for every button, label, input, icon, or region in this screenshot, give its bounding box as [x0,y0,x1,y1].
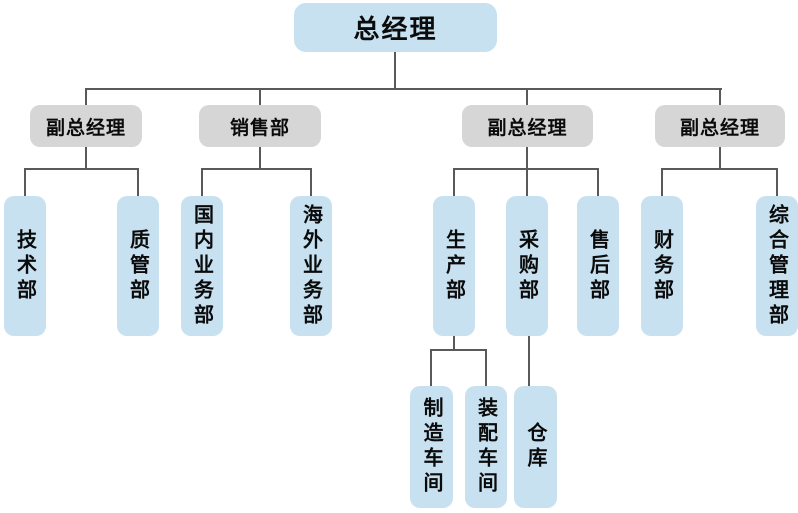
node-label: 副总经理 [45,117,126,139]
node-label: 质管部 [126,228,149,304]
connector-line [259,88,261,105]
connector-line [201,168,203,196]
connector-line [661,168,663,196]
connector-line [485,349,487,386]
node-label: 采购部 [515,228,538,304]
connector-line [597,168,599,196]
connector-line [526,88,528,105]
node-general-admin-dept: 综合管理部 [756,196,798,336]
connector-line [526,147,528,196]
connector-line [201,168,312,170]
connector-line [776,168,778,196]
node-deputy-gm-2: 副总经理 [462,105,593,147]
node-domestic-business-dept: 国内业务部 [181,196,223,336]
node-label: 装配车间 [474,397,497,497]
node-label: 仓库 [524,422,546,472]
connector-line [259,147,261,168]
connector-line [394,52,396,89]
node-production-dept: 生产部 [433,196,475,336]
connector-line [430,349,487,351]
connector-line [430,349,432,386]
node-label: 销售部 [229,117,290,139]
node-tech-dept: 技术部 [4,196,46,336]
node-overseas-business-dept: 海外业务部 [290,196,332,336]
node-label: 综合管理部 [765,203,788,329]
node-label: 海外业务部 [299,203,322,329]
node-label: 副总经理 [487,117,568,139]
connector-line [453,168,455,196]
node-label: 国内业务部 [190,203,213,329]
node-label: 技术部 [13,228,36,304]
node-assembly-workshop: 装配车间 [465,386,507,508]
connector-line [453,168,599,170]
node-purchasing-dept: 采购部 [506,196,548,336]
node-label: 副总经理 [679,117,760,139]
node-warehouse: 仓库 [514,386,557,508]
node-label: 财务部 [650,228,673,304]
node-label: 制造车间 [420,397,442,497]
node-aftersales-dept: 售后部 [577,196,619,336]
connector-line [24,168,26,196]
connector-line [719,88,721,105]
connector-line [453,336,455,349]
node-finance-dept: 财务部 [641,196,683,336]
node-label: 生产部 [442,228,465,304]
node-label: 售后部 [586,228,609,304]
node-deputy-gm-3: 副总经理 [655,105,785,147]
node-manufacturing-workshop: 制造车间 [410,386,453,508]
node-quality-dept: 质管部 [117,196,159,336]
node-label: 总经理 [353,14,438,44]
connector-line [85,147,87,168]
connector-line [310,168,312,196]
node-general-manager: 总经理 [294,3,497,52]
connector-line [719,147,721,168]
node-deputy-gm-1: 副总经理 [30,105,142,147]
connector-line [528,336,530,386]
connector-line [661,168,778,170]
connector-line [85,88,722,90]
connector-line [137,168,139,196]
connector-line [85,88,87,105]
node-sales-dept: 销售部 [199,105,321,147]
connector-line [24,168,139,170]
